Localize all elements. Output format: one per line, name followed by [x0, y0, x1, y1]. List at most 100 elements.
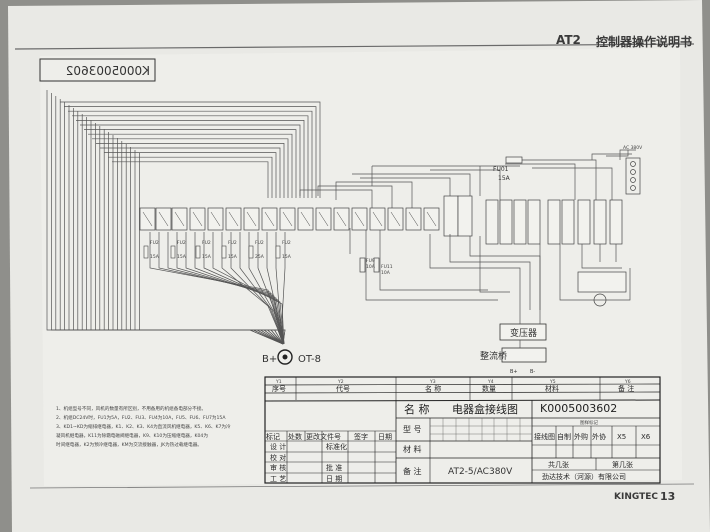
- header-rule: [14, 43, 695, 50]
- bus-wire: [104, 152, 277, 198]
- fuse-name: FU2: [282, 240, 291, 246]
- tb-remark-value: AT2-5/AC380V: [448, 467, 513, 477]
- tb-model-label: 型 号: [403, 425, 422, 434]
- fuse-name: FU2: [228, 240, 237, 246]
- transformer-label: 变压器: [510, 327, 537, 339]
- bus-wire: [194, 232, 285, 345]
- top-wires: [299, 149, 636, 210]
- fuse-symbol: [221, 245, 227, 259]
- bus-wire: [281, 232, 286, 345]
- relay-contact: [354, 211, 365, 227]
- relay-contact: [174, 211, 185, 227]
- fuse-symbol: [248, 245, 254, 259]
- relay-contact: [246, 211, 257, 227]
- rectifier-label: 整流桥: [480, 350, 507, 362]
- relay-contact: [142, 211, 153, 227]
- fuse-symbol: [195, 245, 201, 259]
- relay-contact: [426, 211, 437, 227]
- tb-name-value: 电器盒接线图: [452, 402, 518, 416]
- main-fuse-name: FU01: [493, 166, 509, 173]
- transformer-box: [499, 323, 547, 341]
- fuse-fu11-name: FU11: [381, 264, 393, 270]
- bus-wire: [167, 232, 285, 345]
- bus-wire: [68, 110, 313, 198]
- fuse-rating: 15A: [177, 254, 187, 260]
- code-box-text: K0005003602: [66, 64, 150, 78]
- bus-wire: [64, 106, 317, 198]
- bus-wire: [72, 115, 309, 198]
- tb-company: 劲达技术（河源）有限公司: [542, 472, 626, 481]
- relay-contact: [158, 211, 169, 227]
- tb-y6: Y6: [624, 379, 631, 385]
- relay-contact: [210, 211, 221, 227]
- relay-contact: [192, 211, 203, 227]
- tb-stage-wiring: 接线图: [534, 432, 555, 441]
- fuse-fu9-rating: 10A: [366, 264, 376, 270]
- fuse-rating: 15A: [228, 254, 238, 260]
- bus-wire: [96, 143, 285, 198]
- relay-contact: [300, 211, 311, 227]
- tb-material-label: 材 料: [403, 444, 422, 454]
- tb-y2: Y2: [337, 379, 344, 385]
- tb-h-remark: 备 注: [618, 384, 634, 393]
- bus-wire: [84, 129, 297, 198]
- bus-wire: [60, 101, 321, 198]
- fuse-fu9-name: FU9: [366, 258, 375, 264]
- note-item: 时间继电器，K2为预冷继电器，KM为交流接触器，JK为热过载继电器。: [56, 443, 202, 448]
- bus-wire: [92, 138, 289, 198]
- contactor-group: [485, 199, 623, 245]
- tb-h-code: 代号: [336, 384, 350, 393]
- tb-y4: Y4: [487, 379, 494, 385]
- power-label: AC 380V: [623, 145, 643, 151]
- tb-h-mat: 材料: [545, 384, 559, 393]
- rectifier-neg: B-: [530, 369, 535, 375]
- tb-remark-label: 备 注: [403, 466, 422, 476]
- relay-box: [443, 195, 459, 237]
- tb-y3: Y3: [429, 379, 436, 385]
- bus-wire: [108, 156, 273, 198]
- fuse-rating: 15A: [282, 254, 292, 260]
- tb-sheet-total: 共几张: [548, 460, 569, 469]
- tb-sign-review: 审 核: [270, 463, 286, 472]
- tb-h-name: 名 称: [425, 384, 441, 393]
- fuse-fu9-fu11: [359, 257, 380, 273]
- battery-term-label: OT-8: [298, 354, 321, 365]
- tb-count-x5: X5: [617, 433, 626, 441]
- relay-box: [457, 195, 473, 237]
- fuse-name: FU2: [150, 240, 159, 246]
- tb-name-label: 名 称: [404, 402, 430, 416]
- battery-terminal-center: [282, 354, 288, 360]
- bus-wire: [88, 133, 293, 198]
- page-number: 13: [660, 490, 676, 503]
- tb-y5: Y5: [549, 379, 556, 385]
- tb-sign-approve: 批 准: [326, 463, 342, 472]
- motor-block: [577, 271, 627, 307]
- code-box: [39, 58, 156, 82]
- fuse-rating: 15A: [202, 254, 212, 260]
- tb-stage-buy: 外购: [574, 432, 588, 441]
- fuse-fu11-rating: 10A: [381, 270, 391, 276]
- footer-brand: KINGTEC: [614, 492, 658, 502]
- bus-wire: [80, 124, 301, 198]
- tb-count-x6: X6: [641, 433, 651, 441]
- fuse-name: FU2: [177, 240, 186, 246]
- relay-contact: [282, 211, 293, 227]
- manual-model: AT2: [556, 33, 581, 47]
- note-item: 2、机组DC24V时，FU1为5A，FU2、FU3、FU4为10A，FU5、FU…: [56, 416, 226, 421]
- main-fuse-rating: 15A: [498, 175, 511, 182]
- fuse-symbol: [275, 245, 281, 259]
- relay-contact: [228, 211, 239, 227]
- rectifier-box: [501, 347, 547, 363]
- tb-rev-date: 日期: [378, 433, 392, 441]
- notes-list: 1、机组型号不同，风机的数量有所区别，不用备用的机组备电部分不接。 2、机组DC…: [56, 405, 271, 450]
- bus-wire: [212, 232, 285, 345]
- tb-sheet-current: 第几张: [612, 460, 633, 469]
- relay-contact: [318, 211, 329, 227]
- relay-contact: [408, 211, 419, 227]
- bus-wire: [257, 232, 285, 345]
- bus-wire: [266, 232, 285, 345]
- note-item: 3、KD1~KD为缩排继电器，K1、K2、K3、K4为直流风机继电器，K5、K6…: [56, 425, 231, 430]
- bus-wire: [185, 232, 285, 345]
